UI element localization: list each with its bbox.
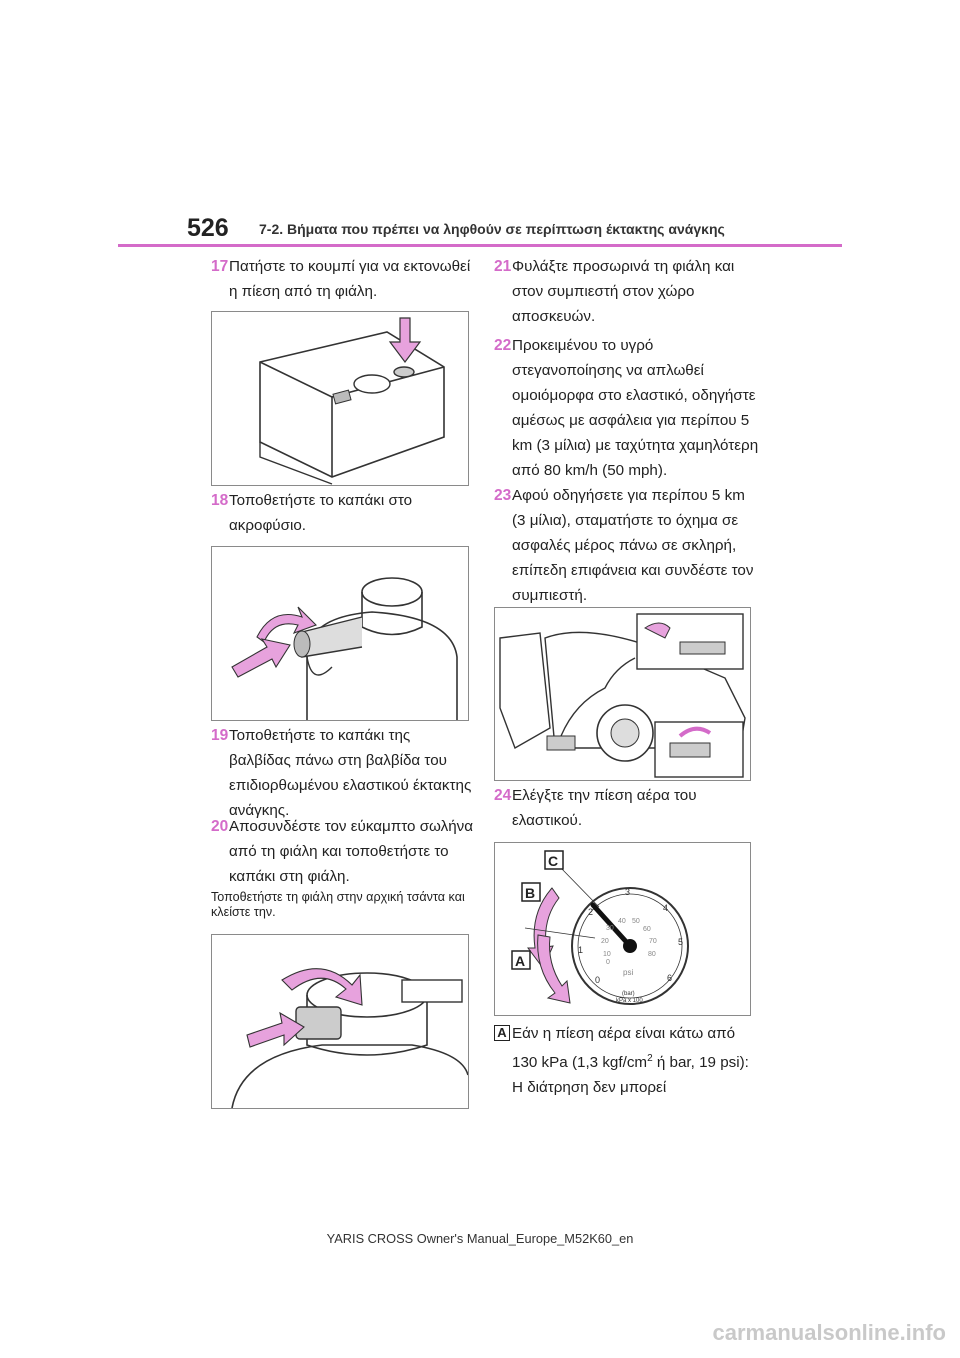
bar-tick-0: 0 [595,975,600,985]
step-24: 24 Ελέγξτε την πίεση αέρα του ελαστικού. [494,783,759,833]
bar-unit: (bar) [622,991,635,997]
car-compressor-illustration [499,613,746,778]
page-number: 526 [187,214,229,242]
item-a: A Εάν η πίεση αέρα είναι κάτω από 130 kP… [494,1021,759,1100]
psi-tick-30: 30 [606,925,614,932]
figure-nozzle-cap [211,546,469,721]
header-rule [118,244,842,247]
item-a-marker: A [494,1025,510,1041]
psi-tick-0: 0 [606,959,610,966]
step-21: 21 Φυλάξτε προσωρινά τη φιάλη και στον σ… [494,254,759,329]
step-text: Τοποθετήστε το καπάκι στο ακροφύσιο. [229,492,413,534]
step-number: 18 [211,492,229,509]
figure-bottle-cap [211,934,469,1109]
step-18: 18 Τοποθετήστε το καπάκι στο ακροφύσιο. [211,488,476,538]
note-text: Τοποθετήστε τη φιάλη στην αρχική τσάντα … [211,890,465,919]
psi-tick-10: 10 [603,951,611,958]
step-text: Τοποθετήστε το καπάκι της βαλβίδας πάνω … [229,727,472,819]
bottle-cap-illustration [231,968,468,1108]
figure-car-compressor [494,607,751,781]
item-a-text-1: Εάν η πίεση αέρα είναι κάτω από 130 kPa … [512,1025,736,1072]
footer-text: YARIS CROSS Owner's Manual_Europe_M52K60… [326,1231,634,1246]
label-a: A [515,953,525,969]
psi-tick-80: 80 [648,951,656,958]
step-17: 17 Πατήστε το κουμπί για να εκτονωθεί η … [211,254,476,304]
bottle-nozzle-illustration [231,577,458,720]
bar-tick-2: 2 [588,907,593,917]
step-20: 20 Αποσυνδέστε τον εύκαμπτο σωλήνα από τ… [211,814,476,889]
step-number: 19 [211,727,229,744]
psi-unit: psi [623,968,633,977]
step-text: Φυλάξτε προσωρινά τη φιάλη και στον συμπ… [512,258,735,325]
bar-tick-1: 1 [578,945,583,955]
step-number: 20 [211,818,229,835]
watermark: carmanualsonline.info [712,1320,947,1345]
step-number: 21 [494,258,512,275]
psi-tick-70: 70 [649,938,657,945]
step-19: 19 Τοποθετήστε το καπάκι της βαλβίδας πά… [211,723,476,823]
step-number: 24 [494,787,512,804]
step-number: 22 [494,337,512,354]
step-text: Πατήστε το κουμπί για να εκτονωθεί η πίε… [229,258,471,300]
psi-tick-50: 50 [632,918,640,925]
psi-tick-20: 20 [601,938,609,945]
figure-compressor-button [211,311,469,486]
bar-tick-6: 6 [667,973,672,983]
label-b: B [525,885,535,901]
item-a-superscript: 2 [647,1053,653,1064]
kpa-unit: kPa x 100 [616,998,643,1004]
compressor-illustration [259,317,445,485]
step-text: Ελέγξτε την πίεση αέρα του ελαστικού. [512,787,697,829]
step-text: Προκειμένου το υγρό στεγανοποίησης να απ… [512,337,759,479]
psi-tick-40: 40 [618,918,626,925]
pressure-gauge-illustration: 0 1 2 3 4 5 6 0 10 20 30 40 50 60 70 80 … [511,850,689,1005]
step-text: Αποσυνδέστε τον εύκαμπτο σωλήνα από τη φ… [229,818,474,885]
bar-tick-3: 3 [625,887,630,897]
step-number: 23 [494,487,512,504]
bar-tick-4: 4 [663,903,668,913]
step-22: 22 Προκειμένου το υγρό στεγανοποίησης να… [494,333,759,483]
step-text: Αφού οδηγήσετε για περίπου 5 km (3 μίλια… [512,487,754,604]
section-title: 7-2. Βήματα που πρέπει να ληφθούν σε περ… [259,221,725,237]
bar-tick-5: 5 [678,937,683,947]
step-number: 17 [211,258,229,275]
step-23: 23 Αφού οδηγήσετε για περίπου 5 km (3 μί… [494,483,759,608]
psi-tick-60: 60 [643,926,651,933]
figure-pressure-gauge: 0 1 2 3 4 5 6 0 10 20 30 40 50 60 70 80 … [494,842,751,1016]
item-a-text-2: ή bar, 19 psi): Η διάτρηση δεν μπορεί [512,1054,749,1097]
label-c: C [548,853,558,869]
